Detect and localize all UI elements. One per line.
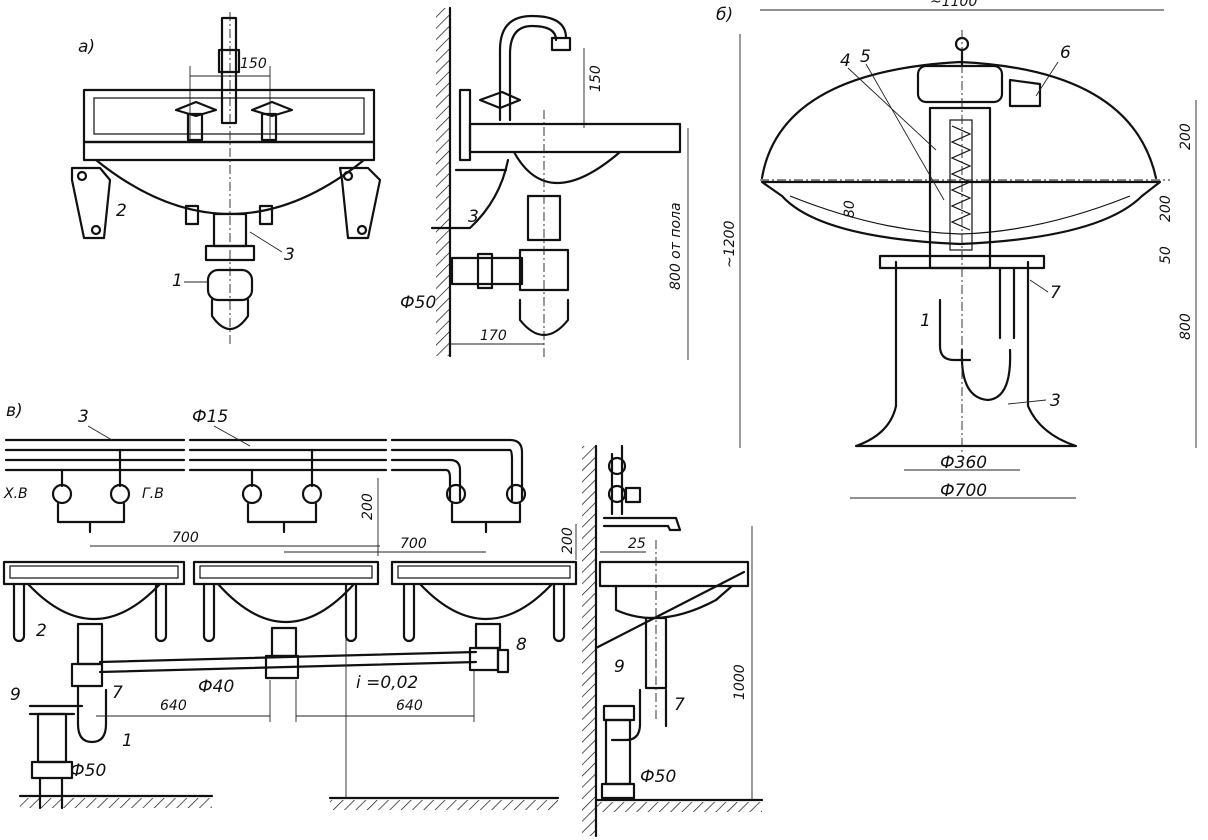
siphon-v: [76, 684, 108, 744]
riser-supply: [610, 444, 624, 516]
wall-v: [582, 446, 596, 836]
dim-640a: 640: [160, 698, 187, 714]
label-9b: 9: [614, 657, 625, 677]
side-basin-bowl: [614, 584, 734, 620]
cold-water: Х.В: [3, 486, 28, 502]
side-handle: [478, 90, 522, 110]
valve-right: [260, 112, 278, 142]
label-4: 4: [840, 51, 851, 71]
faucet-set-1: [51, 448, 131, 534]
drain-pipe-d50: [450, 256, 524, 286]
faucet-spout: [498, 14, 568, 122]
wall-hatch: [436, 8, 450, 356]
dim-200-a: 200: [1178, 123, 1194, 150]
dim-700a: 700: [172, 530, 199, 546]
slope: і =0,02: [356, 673, 418, 693]
faucet-set-2: [241, 448, 323, 534]
dim-800-floor: 800 от пола: [668, 202, 684, 290]
dim-150-spout: 150: [588, 65, 604, 92]
bracket-right: [338, 166, 382, 240]
basin-side-bowl: [512, 150, 622, 184]
d15: Ф15: [192, 407, 228, 427]
inner-siphon: [938, 298, 972, 362]
overflow-9: [28, 704, 84, 716]
supply-cold-end: [390, 458, 462, 502]
label-3: 3: [1050, 391, 1061, 411]
view-v-group: в) Ф15 3 Х.В Г.В: [2, 401, 578, 810]
valve-6: [1008, 78, 1042, 108]
drain-1: [76, 622, 104, 666]
d50a: Ф50: [70, 761, 106, 781]
view-label-b: б): [716, 5, 733, 25]
side-brace: [594, 570, 746, 650]
dim-50: 50: [1158, 246, 1174, 264]
basin-2: [192, 560, 380, 643]
dim-150-top: 150: [240, 56, 267, 72]
dim-1200: ~1200: [722, 221, 738, 268]
dim-170: 170: [480, 328, 507, 344]
view-b-pedestal: б) ~1100 ~1200 200 200 50: [716, 0, 1197, 501]
side-siphon-v: [610, 688, 642, 742]
side-tap: [602, 516, 682, 532]
label-7a: 7: [112, 683, 123, 703]
label-2-v: 2: [36, 621, 47, 641]
valve-left: [186, 112, 204, 142]
view-a-front: а) 150 2 3 1: [70, 12, 382, 346]
dim-800: 800: [1178, 313, 1194, 340]
label-1-siphon: 1: [172, 271, 183, 291]
label-1: 1: [920, 311, 931, 331]
dim-25: 25: [628, 536, 646, 552]
dim-640b: 640: [396, 698, 423, 714]
faucet-stem: [220, 16, 238, 125]
dim-200a: 200: [360, 493, 376, 520]
dispenser-cap: [916, 64, 1004, 104]
d360: Ф360: [940, 453, 987, 473]
hood-dome: [760, 60, 1158, 180]
supply-hot-end: [390, 438, 524, 502]
spout-head: [550, 36, 572, 52]
dim-200-b: 200: [1158, 195, 1174, 222]
siphon-cup: [210, 298, 250, 331]
basin-3: [390, 560, 578, 643]
label-7b: 7: [674, 695, 685, 715]
side-mount: [454, 88, 508, 172]
label-3-valves: 3: [284, 245, 295, 265]
faucet-nut: [217, 48, 241, 74]
dim-1000: 1000: [732, 664, 748, 700]
label-7: 7: [1050, 283, 1061, 303]
label-3-side: 3: [468, 207, 479, 227]
label-2-bracket: 2: [116, 201, 127, 221]
label-5: 5: [860, 47, 871, 67]
bracket-left: [70, 166, 112, 240]
faucet-set-3: [445, 483, 527, 534]
view-label-a: а): [78, 37, 95, 57]
pedestal-body: [854, 260, 1078, 448]
view-a-side: 150 3 Ф50 170 800 от пола: [400, 6, 689, 360]
side-basin-rim: [598, 560, 750, 588]
dim-top: ~1100: [930, 0, 977, 10]
d40: Ф40: [198, 677, 234, 697]
side-bracket: [430, 158, 510, 230]
dim-700b: 700: [400, 536, 427, 552]
d700: Ф700: [940, 481, 987, 501]
label-3-v: 3: [78, 407, 89, 427]
pedestal-bowl: [760, 180, 1162, 246]
basin-side-rim: [468, 122, 682, 154]
label-9a: 9: [10, 685, 21, 705]
dim-80: 80: [842, 200, 858, 218]
dim-200b: 200: [560, 527, 576, 554]
basin-1: 2: [2, 560, 186, 643]
view-v-side: 200 25 9 7 Ф50 1000: [560, 444, 764, 838]
pipe-d50: Ф50: [400, 293, 436, 313]
label-8: 8: [516, 635, 527, 655]
view-label-v: в): [6, 401, 23, 421]
drain-3: [474, 622, 502, 650]
label-1-v: 1: [122, 731, 133, 751]
d50b: Ф50: [640, 767, 676, 787]
hot-water: Г.В: [142, 486, 164, 502]
label-6: 6: [1060, 43, 1071, 63]
drain-2: [270, 626, 298, 658]
